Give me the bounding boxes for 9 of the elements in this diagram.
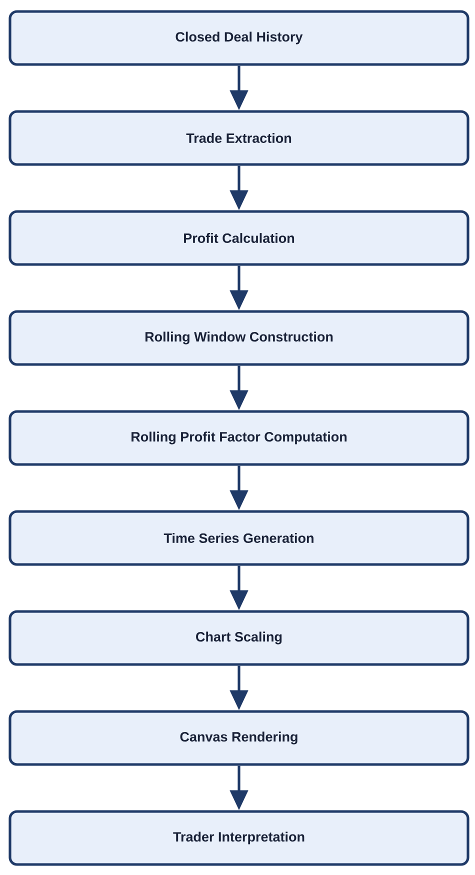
process-box: Rolling Profit Factor Computation (8, 410, 470, 466)
process-box: Trade Extraction (8, 110, 470, 166)
process-box: Trader Interpretation (8, 810, 470, 866)
process-box: Profit Calculation (8, 210, 470, 266)
process-box: Rolling Window Construction (8, 310, 470, 366)
process-box: Canvas Rendering (8, 710, 470, 766)
process-box: Chart Scaling (8, 610, 470, 666)
process-box: Closed Deal History (8, 10, 470, 66)
process-box: Time Series Generation (8, 510, 470, 566)
